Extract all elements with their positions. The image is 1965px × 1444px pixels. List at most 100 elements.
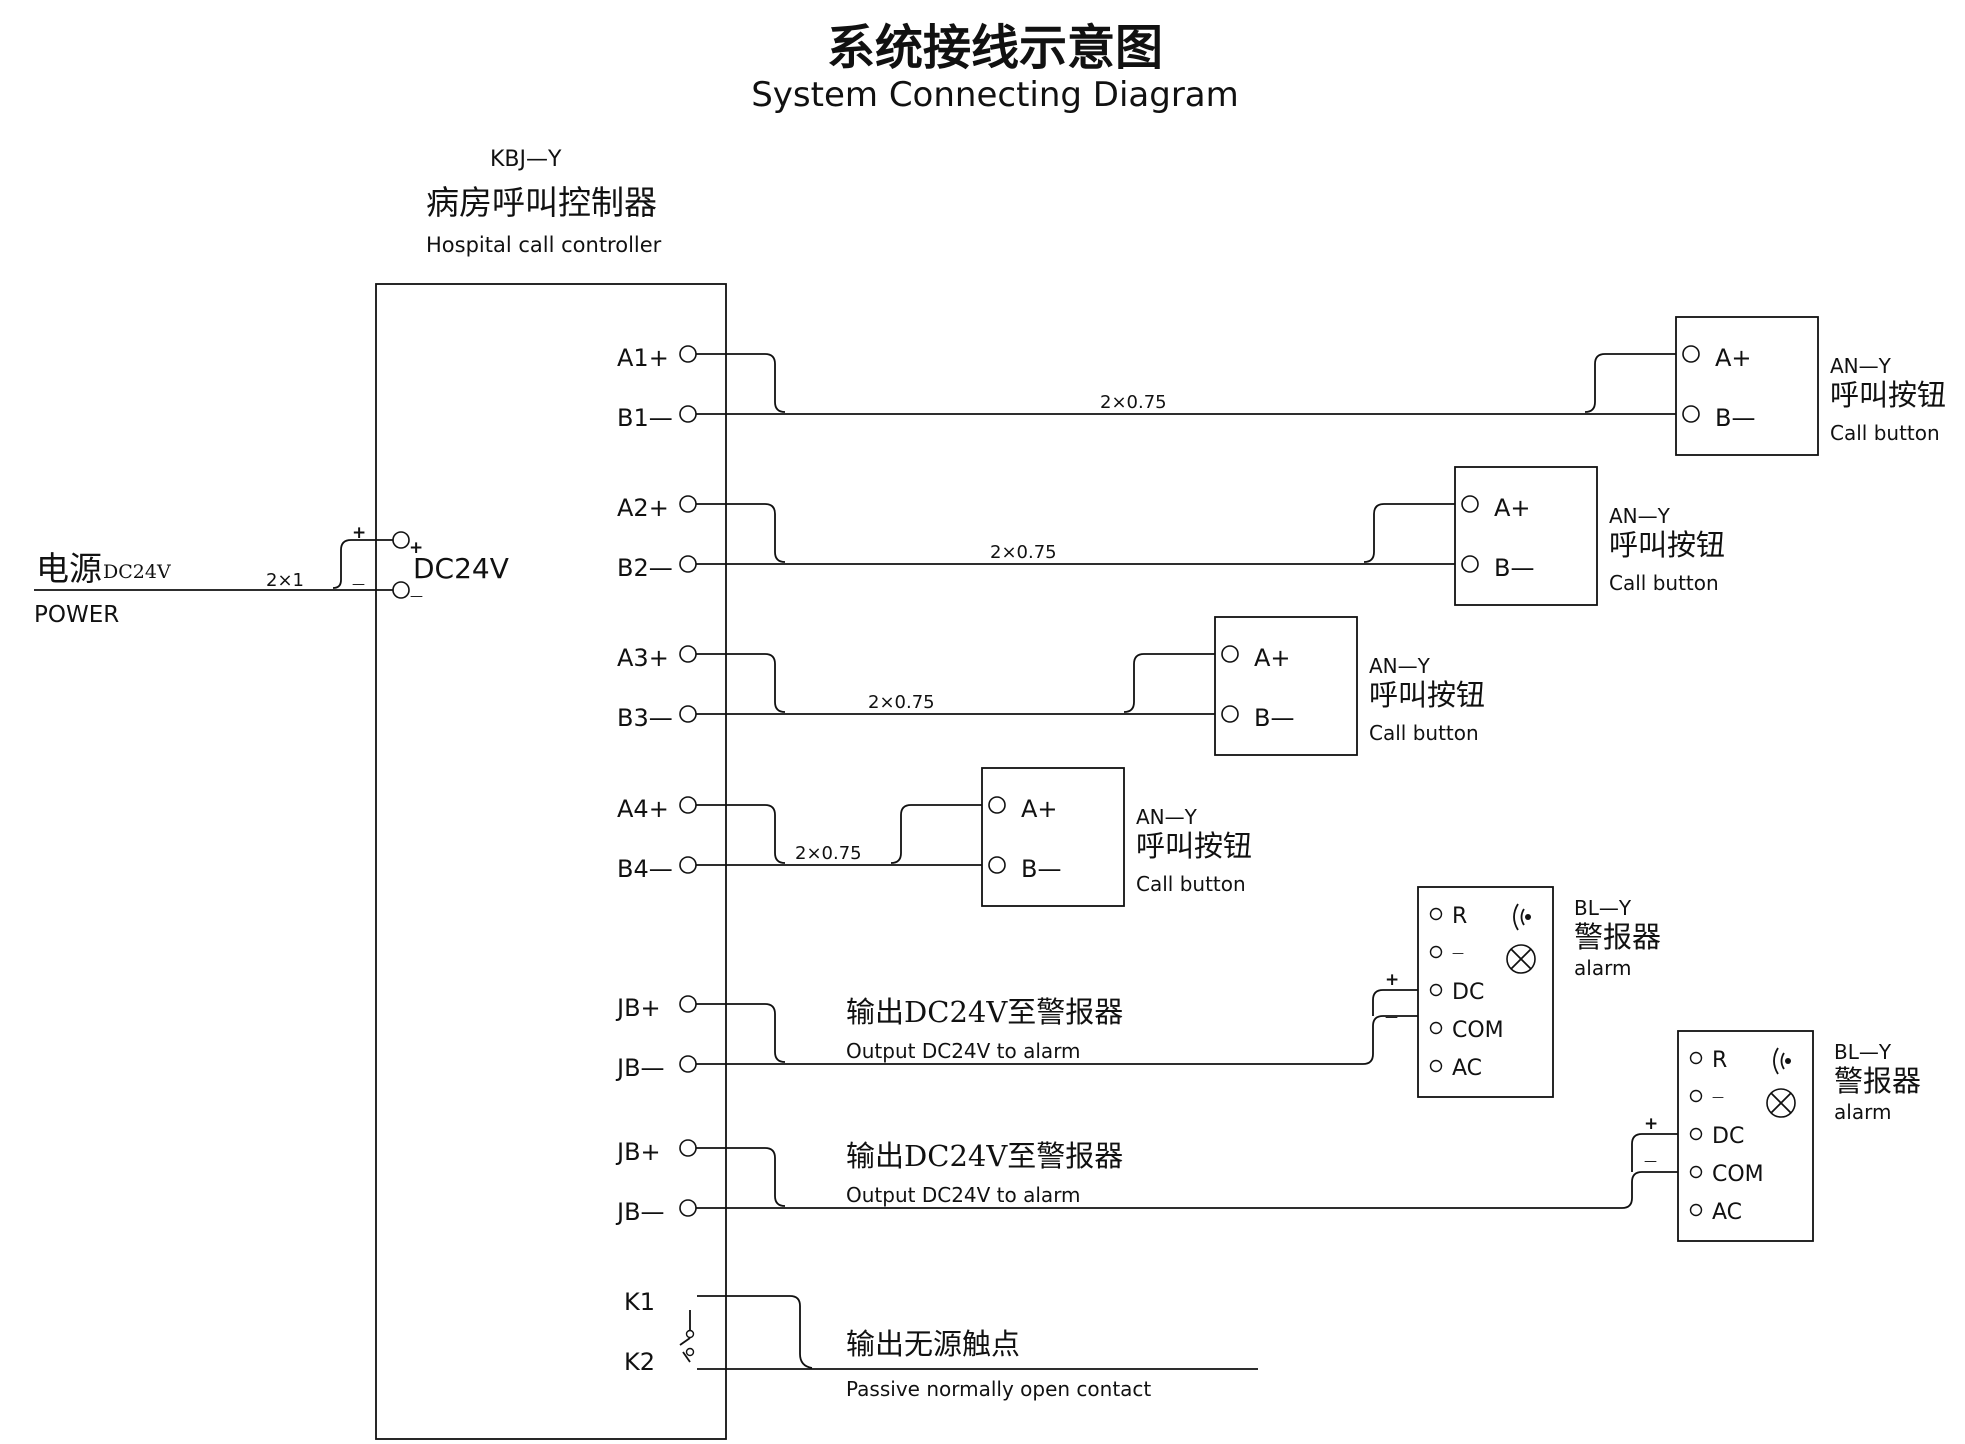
port-label-b1: B1—	[617, 404, 673, 432]
alarm-1-term-ac-label: AC	[1452, 1056, 1482, 1081]
call-button-3-terminal-a	[1221, 645, 1239, 663]
alarm-1-term-com-label: COM	[1452, 1018, 1504, 1043]
port-label-a2: A2+	[617, 494, 669, 522]
alarm-output-2-label-zh: 输出DC24V至警报器	[846, 1139, 1123, 1173]
alarm-1-terminal-dc	[1429, 983, 1443, 997]
power-terminal-minus	[392, 581, 410, 599]
terminal-a1	[679, 345, 697, 363]
alarm-2-plus-sign: +	[1644, 1114, 1658, 1134]
controller-name-en: Hospital call controller	[426, 233, 662, 257]
alarm-output-1-label-en: Output DC24V to alarm	[846, 1039, 1081, 1063]
power-terminal-plus	[392, 531, 410, 549]
wire-btn3-a	[1123, 653, 1222, 713]
call-button-3-name-en: Call button	[1369, 721, 1479, 745]
passive-contact	[679, 1295, 1258, 1370]
power-label-zh: 电源	[36, 549, 102, 588]
wire-a2	[696, 503, 786, 563]
cable-spec-4: 2×0.75	[795, 843, 862, 864]
cable-spec-2: 2×0.75	[990, 542, 1057, 563]
lamp-icon	[1506, 944, 1536, 974]
terminal-b4	[679, 856, 697, 874]
cable-spec-1: 2×0.75	[1100, 392, 1167, 413]
alarm-1-plus-sign: +	[1385, 970, 1399, 990]
call-button-2-term-b-label: B—	[1494, 554, 1534, 582]
port-labels: A1+ B1— A2+ B2— A3+ B3— A4+ B4— JB+ JB— …	[615, 344, 673, 1376]
call-button-2-name-en: Call button	[1609, 571, 1719, 595]
port-label-a3: A3+	[617, 644, 669, 672]
call-button-4-term-a-label: A+	[1021, 795, 1058, 823]
alarm-1: R — DC COM AC + — BL—Y 警报器 alarm	[1385, 886, 1661, 1098]
alarm-1-terminal-com	[1429, 1021, 1443, 1035]
call-button-3-box	[1214, 616, 1358, 756]
terminal-a2	[679, 495, 697, 513]
alarm-1-minus-sign: —	[1385, 1010, 1398, 1025]
controller-terminals	[679, 345, 697, 1217]
port-label-a1: A1+	[617, 344, 669, 372]
switch-contact-icon	[679, 1310, 695, 1363]
call-button-wires	[696, 353, 1683, 866]
port-label-jb1-minus: JB—	[615, 1054, 665, 1082]
alarm-1-terminal-ac	[1429, 1059, 1443, 1073]
alarm-2: R — DC COM AC + — BL—Y 警报器 alarm	[1644, 1030, 1921, 1242]
call-button-1-name-en: Call button	[1830, 421, 1940, 445]
call-button-2-terminal-a	[1461, 495, 1479, 513]
wire-alarm1-dc	[1372, 989, 1428, 1016]
port-label-jb2-minus: JB—	[615, 1198, 665, 1226]
wire-k1	[697, 1295, 813, 1369]
controller-dc-label: DC24V	[413, 552, 509, 585]
call-button-4-term-b-label: B—	[1021, 855, 1061, 883]
port-label-jb2-plus: JB+	[615, 1138, 661, 1166]
title-zh: 系统接线示意图	[827, 20, 1163, 76]
call-button-1-terminal-a	[1682, 345, 1700, 363]
device-terminals	[988, 345, 1703, 1217]
wire-btn2-a	[1363, 503, 1462, 563]
wire-jb1-minus	[696, 1015, 1428, 1065]
port-label-b3: B3—	[617, 704, 673, 732]
terminal-b1	[679, 405, 697, 423]
wire-jb2-minus	[696, 1171, 1688, 1209]
call-button-1-terminal-b	[1682, 405, 1700, 423]
call-button-1-term-b-label: B—	[1715, 404, 1755, 432]
buzzer-icon	[1773, 1047, 1791, 1075]
wire-alarm2-dc	[1631, 1133, 1688, 1172]
power-terminal-plus-sign: +	[409, 538, 423, 558]
alarm-wires	[696, 989, 1688, 1209]
contact-label-en: Passive normally open contact	[846, 1377, 1151, 1401]
terminal-jb1-minus	[679, 1055, 697, 1073]
power-label-en: POWER	[34, 602, 119, 628]
call-button-2: A+ B— AN—Y 呼叫按钮 Call button	[1454, 466, 1725, 606]
title-en: System Connecting Diagram	[751, 75, 1239, 115]
power-cable-spec: 2×1	[266, 570, 304, 591]
alarm-2-minus-sign: —	[1644, 1154, 1657, 1169]
alarm-1-name-zh: 警报器	[1574, 920, 1661, 954]
alarm-2-name-en: alarm	[1834, 1100, 1891, 1124]
terminal-jb2-plus	[679, 1139, 697, 1157]
call-button-3: A+ B— AN—Y 呼叫按钮 Call button	[1214, 616, 1485, 756]
port-label-b4: B4—	[617, 855, 673, 883]
call-button-4-model: AN—Y	[1136, 805, 1198, 829]
call-button-4-box	[981, 767, 1125, 907]
power-plus-sign: +	[352, 523, 366, 543]
contact-label-zh: 输出无源触点	[846, 1327, 1020, 1361]
terminal-a4	[679, 796, 697, 814]
alarm-2-term-ac-label: AC	[1712, 1200, 1742, 1225]
port-label-b2: B2—	[617, 554, 673, 582]
alarm-2-terminal-dash	[1689, 1089, 1703, 1103]
alarm-2-terminal-com	[1689, 1165, 1703, 1179]
call-button-2-terminal-b	[1461, 555, 1479, 573]
port-label-k2: K2	[624, 1348, 655, 1376]
call-button-3-name-zh: 呼叫按钮	[1369, 678, 1485, 712]
alarm-2-term-dc-label: DC	[1712, 1124, 1744, 1149]
alarm-2-terminal-r	[1689, 1051, 1703, 1065]
controller-name-zh: 病房呼叫控制器	[426, 183, 657, 222]
terminal-jb2-minus	[679, 1199, 697, 1217]
call-button-3-term-a-label: A+	[1254, 644, 1291, 672]
alarm-2-model: BL—Y	[1834, 1040, 1892, 1064]
call-button-2-name-zh: 呼叫按钮	[1609, 528, 1725, 562]
alarm-output-2-label-en: Output DC24V to alarm	[846, 1183, 1081, 1207]
call-button-1-model: AN—Y	[1830, 354, 1892, 378]
terminal-a3	[679, 645, 697, 663]
terminal-b2	[679, 555, 697, 573]
terminal-jb1-plus	[679, 995, 697, 1013]
